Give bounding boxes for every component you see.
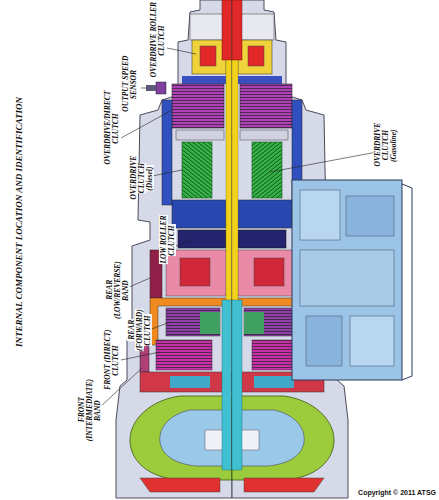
part-label: FRONT (DIRECT) CLUTCH [104,329,120,391]
part-label: OVERDRIVE ROLLER CLUTCH [150,0,166,80]
title: INTERNAL COMPONENT LOCATION AND IDENTIFI… [15,97,25,347]
part-label: OVERDRIVE CLUTCH (Diesel) [130,152,154,204]
part-label: REAR (LOW/REVERSE) BAND [106,260,130,320]
part-label: OVERDRIVE CLUTCH (Gasoline) [374,117,398,173]
part-label: OUTPUT SPEED SENSOR [122,55,138,113]
part-label: REAR (FORWARD) CLUTCH [128,299,152,361]
part-label: LOW ROLLER CLUTCH [160,204,176,276]
label-text: REAR (LOW/REVERSE) BAND [105,261,130,319]
label-text: FRONT (INTERMEDIATE) BAND [77,379,102,441]
copyright-note: Copyright © 2011 ATSG [358,489,436,496]
label-text: OVERDRIVE/DIRECT CLUTCH [103,91,120,166]
label-text: FRONT (DIRECT) CLUTCH [103,329,120,390]
label-text: LOW ROLLER CLUTCH [159,216,176,265]
label-text: OUTPUT SPEED SENSOR [121,55,138,112]
part-label: FRONT (INTERMEDIATE) BAND [78,374,102,446]
label-text: OVERDRIVE CLUTCH (Gasoline) [373,123,398,168]
part-label: OVERDRIVE/DIRECT CLUTCH [104,83,120,173]
label-text: OVERDRIVE ROLLER CLUTCH [149,2,166,78]
label-text: REAR (FORWARD) CLUTCH [127,309,152,351]
label-text: OVERDRIVE CLUTCH (Diesel) [129,156,154,201]
